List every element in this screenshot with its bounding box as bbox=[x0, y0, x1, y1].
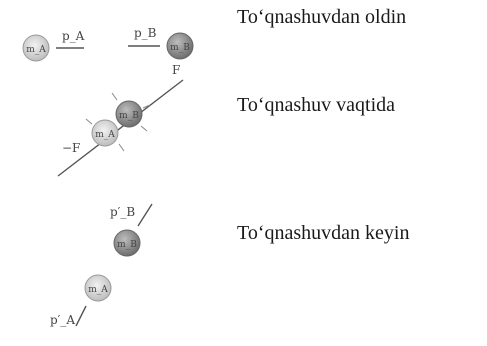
force-label: F bbox=[172, 63, 180, 77]
before-collision-group: m_A p_A p_B m_B bbox=[22, 26, 194, 62]
momentum-b-after-label: p′_B bbox=[110, 205, 135, 219]
ball-b-during bbox=[115, 100, 143, 128]
caption-before-collision: To‘qnashuvdan oldin bbox=[237, 6, 407, 28]
ball-a-after-label: m_A bbox=[88, 285, 108, 295]
ball-b-after bbox=[113, 229, 141, 257]
ball-a-before bbox=[22, 34, 50, 62]
force-line bbox=[57, 79, 184, 177]
ball-a-after bbox=[84, 274, 112, 302]
ball-a-before-label: m_A bbox=[26, 45, 46, 55]
ball-b-during-label: m_B bbox=[119, 111, 139, 121]
ball-b-before bbox=[166, 32, 194, 60]
after-collision-group: p′_B m_B m_A p′_A bbox=[50, 203, 153, 327]
caption-after-collision: To‘qnashuvdan keyin bbox=[237, 222, 410, 244]
ball-b-before-label: m_B bbox=[170, 43, 190, 53]
ball-a-during-label: m_A bbox=[95, 130, 115, 140]
momentum-a-label: p_A bbox=[62, 29, 85, 43]
during-collision-group: F −F m_B m_A bbox=[57, 63, 184, 177]
momentum-a-after-label: p′_A bbox=[50, 313, 75, 327]
momentum-b-after-vector bbox=[137, 203, 153, 227]
caption-during-collision: To‘qnashuv vaqtida bbox=[237, 94, 396, 116]
neg-force-label: −F bbox=[62, 141, 80, 155]
ball-a-during bbox=[91, 119, 119, 147]
impact-rays bbox=[85, 92, 151, 152]
ball-b-after-label: m_B bbox=[117, 240, 137, 250]
momentum-b-label: p_B bbox=[134, 26, 157, 40]
momentum-a-after-vector bbox=[75, 305, 87, 327]
